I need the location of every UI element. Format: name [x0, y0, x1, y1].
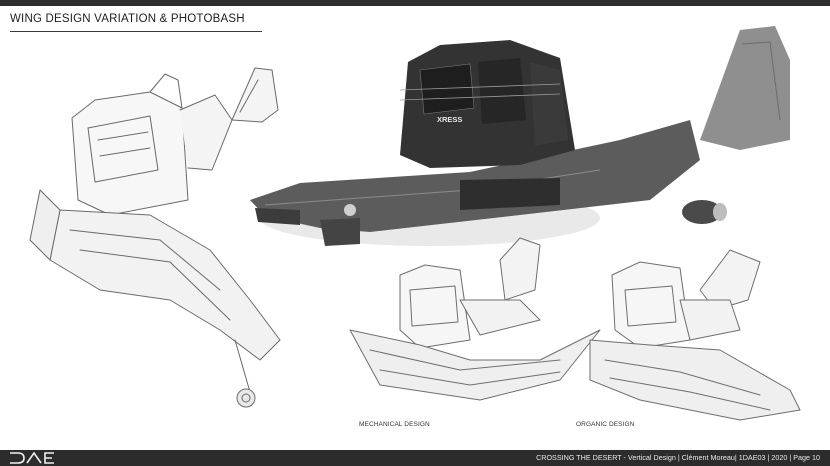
caption-mechanical-design: MECHANICAL DESIGN	[359, 421, 430, 428]
caption-organic-design: ORGANIC DESIGN	[576, 421, 635, 428]
sketch-organic	[589, 249, 801, 421]
title-underline	[10, 31, 262, 32]
sketch-mechanical	[349, 237, 601, 401]
footer-bar: CROSSING THE DESERT - Vertical Design | …	[0, 450, 830, 466]
dae-logo	[10, 451, 54, 464]
top-bar	[0, 0, 830, 6]
decal-text: XRESS	[437, 115, 462, 124]
artwork-canvas: XRESS	[29, 26, 801, 421]
sketch-large-left	[29, 67, 281, 408]
photobash-render: XRESS	[250, 26, 790, 246]
footer-credits: CROSSING THE DESERT - Vertical Design | …	[536, 453, 820, 462]
page-title: WING DESIGN VARIATION & PHOTOBASH	[10, 13, 245, 25]
